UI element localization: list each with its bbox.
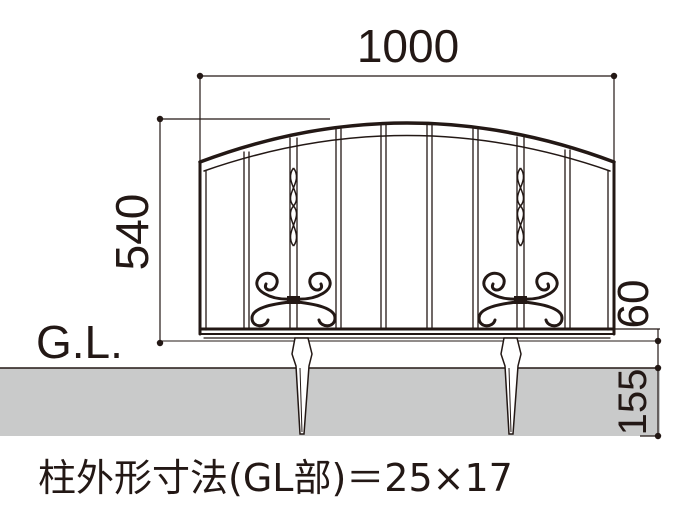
- ground-level-label: G.L.: [36, 316, 123, 368]
- clearance-label: 60: [609, 280, 658, 329]
- embed-depth-label: 155: [611, 369, 655, 436]
- width-dimension: [196, 72, 618, 162]
- post-dimension-caption: 柱外形寸法(GL部)＝25×17: [38, 456, 513, 500]
- post-right: [500, 337, 522, 435]
- pickets: [243, 122, 571, 330]
- post-left: [291, 337, 313, 435]
- scroll-ornament-left: [250, 271, 337, 328]
- fence-panel: [198, 121, 616, 339]
- height-dimension: [156, 115, 330, 347]
- scroll-ornament-right: [477, 271, 564, 328]
- top-rail-inner: [203, 134, 611, 172]
- top-rail: [198, 121, 616, 164]
- right-dimension: [614, 328, 662, 440]
- twist-ornament-right: [516, 167, 525, 247]
- width-label: 1000: [357, 20, 459, 72]
- twist-ornament-left: [289, 167, 298, 247]
- ground-area: [0, 368, 660, 436]
- height-label: 540: [106, 194, 158, 271]
